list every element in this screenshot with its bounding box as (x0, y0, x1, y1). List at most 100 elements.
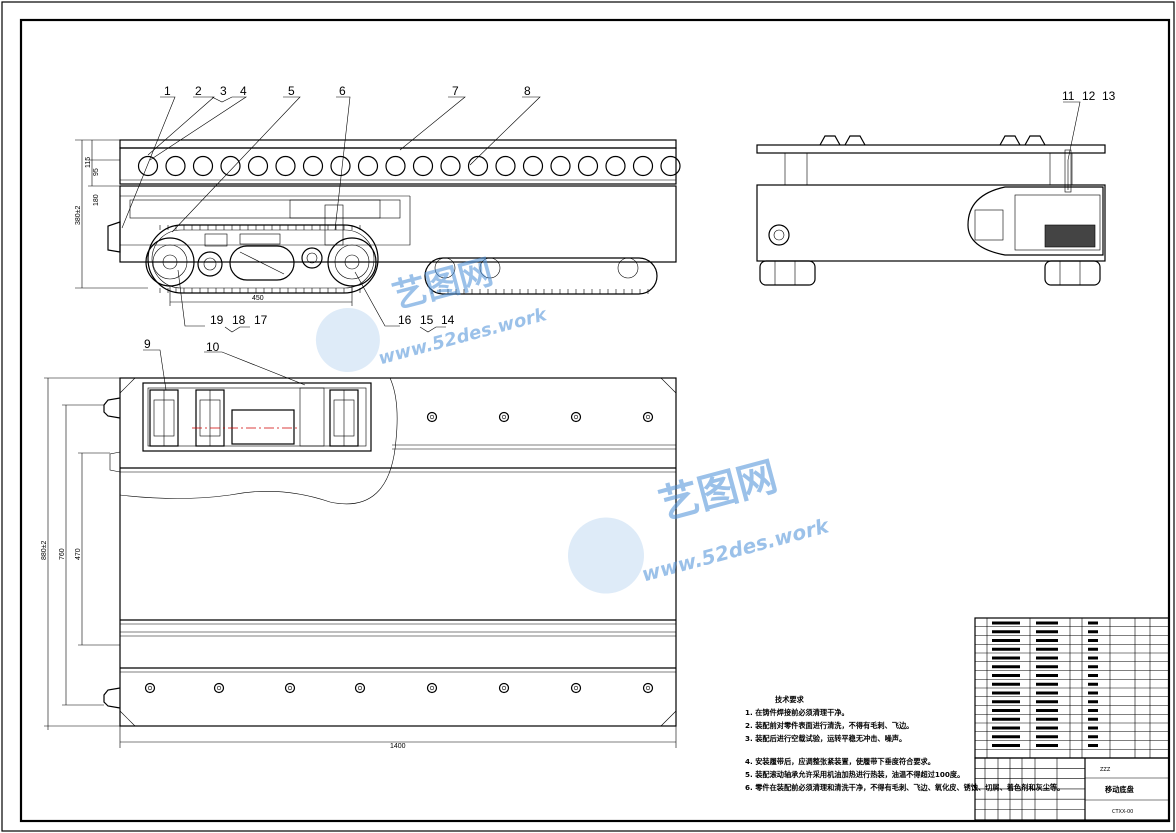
tech-line-3: 3. 装配后进行空载试验，运转平稳无冲击、噪声。 (745, 734, 906, 743)
platform-hole (357, 155, 379, 177)
tech-line-2: 2. 装配前对零件表面进行清洗，不得有毛刺、飞边。 (745, 721, 913, 730)
callouts: 1 2 3 4 5 6 7 8 19 18 17 16 15 14 11 12 … (144, 84, 1116, 354)
parts-list (975, 618, 1169, 758)
callout-4: 4 (240, 84, 247, 98)
parts-qty-mark (1088, 639, 1098, 642)
callout-12: 12 (1082, 89, 1096, 103)
parts-qty-mark (1088, 647, 1098, 651)
callout-10: 10 (206, 340, 220, 354)
callout-17: 17 (254, 313, 268, 327)
parts-name-mark (1036, 674, 1058, 677)
bolt (570, 411, 582, 423)
bolt-center (501, 685, 507, 691)
platform-hole (192, 155, 214, 177)
tb-code: ZZZ (1100, 767, 1111, 773)
callout-3: 3 (220, 84, 227, 98)
watermark-text-cn-2: 艺图网 (654, 454, 782, 529)
platform-hole (137, 155, 159, 177)
title-block-grid (975, 758, 1085, 820)
parts-qty-mark (1088, 726, 1098, 730)
front-view: 380±2 115 95 180 450 (75, 139, 681, 306)
bolt (354, 682, 366, 694)
parts-code-mark (992, 665, 1020, 669)
parts-code-mark (992, 647, 1020, 651)
leader-lines (121, 96, 1081, 391)
platform-hole (385, 155, 406, 177)
parts-name-mark (1036, 647, 1058, 651)
tech-title: 技术要求 (775, 695, 805, 704)
plan-view: 880±2 760 470 1400 (41, 377, 677, 750)
callout-19: 19 (210, 313, 224, 327)
platform-hole (220, 155, 241, 177)
platform-hole (577, 155, 599, 177)
parts-code-mark (992, 691, 1020, 695)
bolt-center (573, 414, 579, 420)
technical-requirements: 技术要求 1. 在铸件焊接前必须清理干净。 2. 装配前对零件表面进行清洗，不得… (745, 695, 1064, 792)
platform-hole (412, 155, 434, 177)
tb-name: 移动底盘 (1105, 785, 1135, 794)
parts-qty-mark (1088, 709, 1098, 712)
parts-qty-mark (1088, 630, 1098, 634)
parts-name-mark (1036, 682, 1058, 686)
parts-qty-mark (1088, 665, 1098, 669)
parts-name-mark (1036, 639, 1058, 642)
parts-name-mark (1036, 630, 1058, 634)
title-block: ZZZ 移动底盘 CTXX-00 (974, 617, 1170, 821)
callout-18: 18 (232, 313, 246, 327)
platform-hole (522, 155, 544, 177)
bolt-center (216, 685, 222, 691)
bolt (426, 411, 438, 423)
bolt-center (645, 685, 651, 691)
bolt-center (287, 685, 293, 691)
bolt (498, 411, 510, 423)
parts-code-mark (992, 674, 1020, 677)
parts-name-mark (1036, 621, 1058, 625)
dim-760: 760 (59, 548, 66, 560)
dim-width: 1400 (390, 743, 406, 750)
bolt-center (573, 685, 579, 691)
platform-hole (275, 155, 296, 177)
bolt (642, 411, 654, 423)
parts-qty-mark (1088, 674, 1098, 677)
platform-holes (137, 155, 681, 177)
platform-hole (247, 155, 269, 177)
parts-code-mark (992, 630, 1020, 634)
dim-height-total: 380±2 (75, 205, 82, 225)
dim-track-length: 450 (252, 295, 264, 302)
parts-name-mark (1036, 709, 1058, 712)
parts-code-mark (992, 744, 1020, 747)
platform-hole (632, 155, 654, 177)
parts-qty-mark (1088, 682, 1098, 686)
parts-code-mark (992, 726, 1020, 730)
parts-name-mark (1036, 726, 1058, 730)
side-view (756, 135, 1106, 286)
tech-line-4: 4. 安装履带后，应调整张紧装置，使履带下垂度符合要求。 (745, 757, 935, 766)
bolt-center (147, 685, 153, 691)
parts-code-mark (992, 682, 1020, 686)
wheel-hub (199, 399, 221, 437)
parts-qty-mark (1088, 656, 1098, 660)
bolt (144, 682, 156, 694)
platform-hole (467, 155, 489, 177)
parts-qty-mark (1088, 621, 1098, 625)
callout-13: 13 (1102, 89, 1116, 103)
wheel-hub (153, 399, 175, 437)
right-track-teeth (431, 289, 649, 294)
parts-name-mark (1036, 691, 1058, 695)
parts-code-mark (992, 700, 1020, 704)
tech-line-1: 1. 在铸件焊接前必须清理干净。 (745, 708, 849, 717)
platform-hole (605, 155, 626, 177)
platform-hole (330, 155, 351, 177)
platform-hole (660, 155, 681, 177)
parts-code-mark (992, 717, 1020, 721)
callout-16: 16 (398, 313, 412, 327)
callout-15: 15 (420, 313, 434, 327)
parts-code-mark (992, 639, 1020, 642)
dim-height-left: 880±2 (41, 540, 48, 560)
platform-hole (440, 155, 461, 177)
dim-470: 470 (75, 548, 82, 560)
parts-name-mark (1036, 656, 1058, 660)
callout-8: 8 (524, 84, 531, 98)
platform-hole (550, 155, 571, 177)
